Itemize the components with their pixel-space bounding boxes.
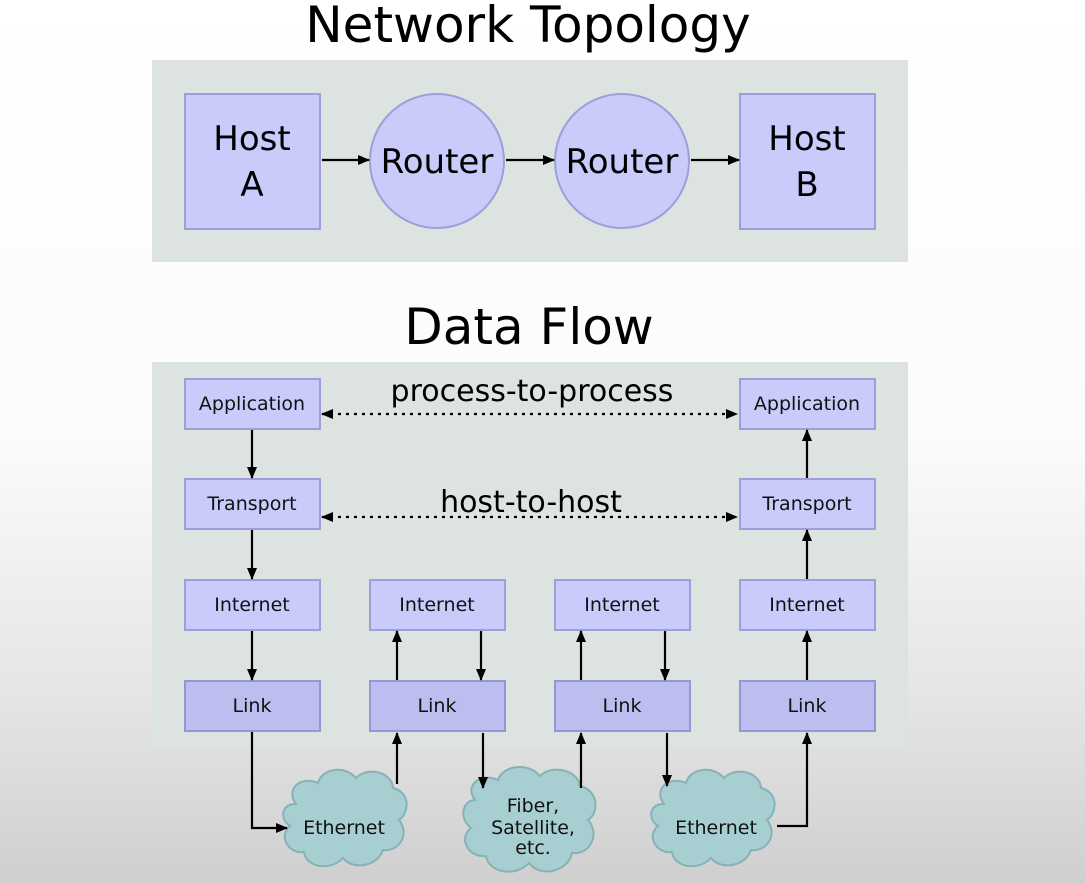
link-label-1: Link xyxy=(233,695,272,717)
host-to-host-label: host-to-host xyxy=(440,485,622,520)
link-label-3: Link xyxy=(603,695,642,717)
internet-label-3: Internet xyxy=(584,594,659,616)
host-b-label-line1: Host xyxy=(768,119,845,159)
transport-label-right: Transport xyxy=(761,493,851,515)
host-a-label-line2: A xyxy=(240,165,263,205)
link-box-2: Link xyxy=(369,680,506,732)
host-a-node: Host A xyxy=(184,93,321,230)
topology-title: Network Topology xyxy=(305,0,750,54)
host-b-label-line2: B xyxy=(795,165,818,205)
ethernet-cloud-right: Ethernet xyxy=(650,768,776,868)
arrow-link1-to-ethernet xyxy=(250,732,288,833)
link-label-2: Link xyxy=(418,695,457,717)
application-box-right: Application xyxy=(739,378,876,430)
application-box-left: Application xyxy=(184,378,321,430)
transport-box-right: Transport xyxy=(739,478,876,530)
fiber-label-line1: Fiber, xyxy=(507,795,559,817)
router-node-1: Router xyxy=(369,93,505,229)
internet-box-1: Internet xyxy=(184,579,321,631)
router-1-label: Router xyxy=(381,142,494,182)
link-box-4: Link xyxy=(739,680,876,732)
internet-box-3: Internet xyxy=(554,579,691,631)
link-box-1: Link xyxy=(184,680,321,732)
link-box-3: Link xyxy=(554,680,691,732)
flow-title: Data Flow xyxy=(404,298,653,356)
process-to-process-label: process-to-process xyxy=(391,374,674,409)
router-node-2: Router xyxy=(554,93,690,229)
application-label-right: Application xyxy=(754,393,860,415)
application-label-left: Application xyxy=(199,393,305,415)
internet-label-4: Internet xyxy=(769,594,844,616)
fiber-label-line2: Satellite, xyxy=(491,817,575,839)
transport-box-left: Transport xyxy=(184,478,321,530)
host-b-node: Host B xyxy=(739,93,876,230)
fiber-satellite-cloud: Fiber, Satellite, etc. xyxy=(462,766,597,873)
internet-box-2: Internet xyxy=(369,579,506,631)
host-a-label-line1: Host xyxy=(213,119,290,159)
internet-box-4: Internet xyxy=(739,579,876,631)
fiber-label-line3: etc. xyxy=(515,837,551,859)
router-2-label: Router xyxy=(566,142,679,182)
arrow-ethernet-to-link4 xyxy=(777,732,812,828)
internet-label-1: Internet xyxy=(214,594,289,616)
internet-label-2: Internet xyxy=(399,594,474,616)
ethernet-cloud-left: Ethernet xyxy=(282,768,408,868)
ethernet-label-left: Ethernet xyxy=(303,817,385,839)
ethernet-label-right: Ethernet xyxy=(675,817,757,839)
transport-label-left: Transport xyxy=(206,493,296,515)
link-label-4: Link xyxy=(788,695,827,717)
